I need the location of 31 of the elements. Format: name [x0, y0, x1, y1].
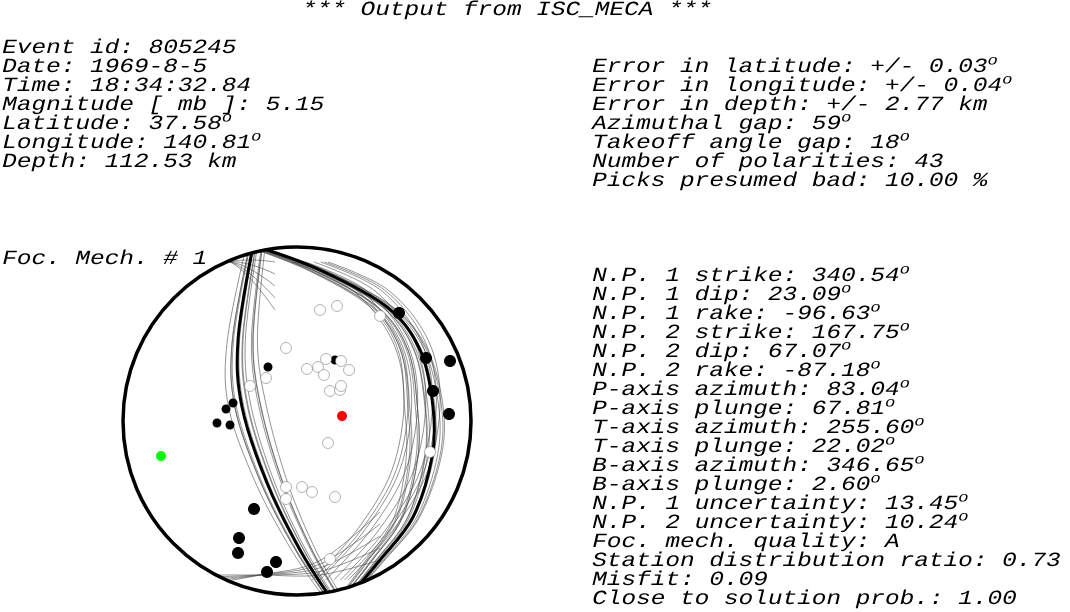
info-text: Station distribution ratio: 0.73	[592, 551, 1060, 567]
info-text: N.P. 2 rake: -87.18$^{o}$	[592, 360, 880, 377]
info-text: Close to solution prob.: 1.00	[593, 589, 1016, 609]
info-text: Number of polarities: 43	[592, 152, 943, 172]
info-text: Depth: 112.53 km	[2, 152, 236, 172]
info-text: Error in longitude: +/- 0.04$^{o}$	[592, 75, 1012, 96]
info-text: P-axis plunge: 67.81$^{o}$	[592, 398, 895, 419]
title: *** Output from ISC_MECA ***	[306, 0, 711, 20]
info-text: Foc. Mech. # 1	[3, 249, 206, 265]
info-text: N.P. 1 rake: -96.63$^{o}$	[592, 303, 880, 320]
info-text: N.P. 2 dip: 67.07$^{o}$	[592, 341, 851, 362]
info-text: Misfit: 0.09	[592, 570, 767, 586]
info-text: Event id: 805245	[2, 38, 236, 54]
info-text: Time: 18:34:32.84	[4, 76, 250, 92]
info-text: N.P. 2 uncertainty: 10.24$^{o}$	[592, 512, 968, 533]
info-text: Date: 1969-8-5	[2, 58, 207, 73]
info-text: Error in latitude: +/- 0.03$^{o}$	[592, 56, 997, 73]
info-text: Longitude: 140.81$^{o}$	[3, 132, 261, 153]
info-text: P-axis azimuth: 83.04$^{o}$	[592, 379, 909, 396]
info-text: Magnitude [ mb ]: 5.15	[2, 95, 324, 115]
info-text: N.P. 1 dip: 23.09$^{o}$	[592, 284, 851, 305]
info-text: Foc. mech. quality: A	[593, 532, 899, 552]
info-text: N.P. 2 strike: 167.75$^{o}$	[592, 322, 909, 339]
info-text: Error in depth: +/- 2.77 km	[592, 95, 987, 115]
info-text: N.P. 1 strike: 340.54$^{o}$	[592, 265, 909, 282]
info-text: B-axis azimuth: 346.65$^{o}$	[592, 455, 924, 472]
info-text: T-axis plunge: 22.02$^{o}$	[594, 436, 895, 457]
info-text: Takeoff angle gap: 18$^{o}$	[594, 132, 909, 153]
info-text: Picks presumed bad: 10.00 %	[592, 171, 989, 191]
info-text: T-axis azimuth: 255.60$^{o}$	[594, 417, 924, 434]
info-text: B-axis plunge: 2.60$^{o}$	[592, 474, 880, 495]
